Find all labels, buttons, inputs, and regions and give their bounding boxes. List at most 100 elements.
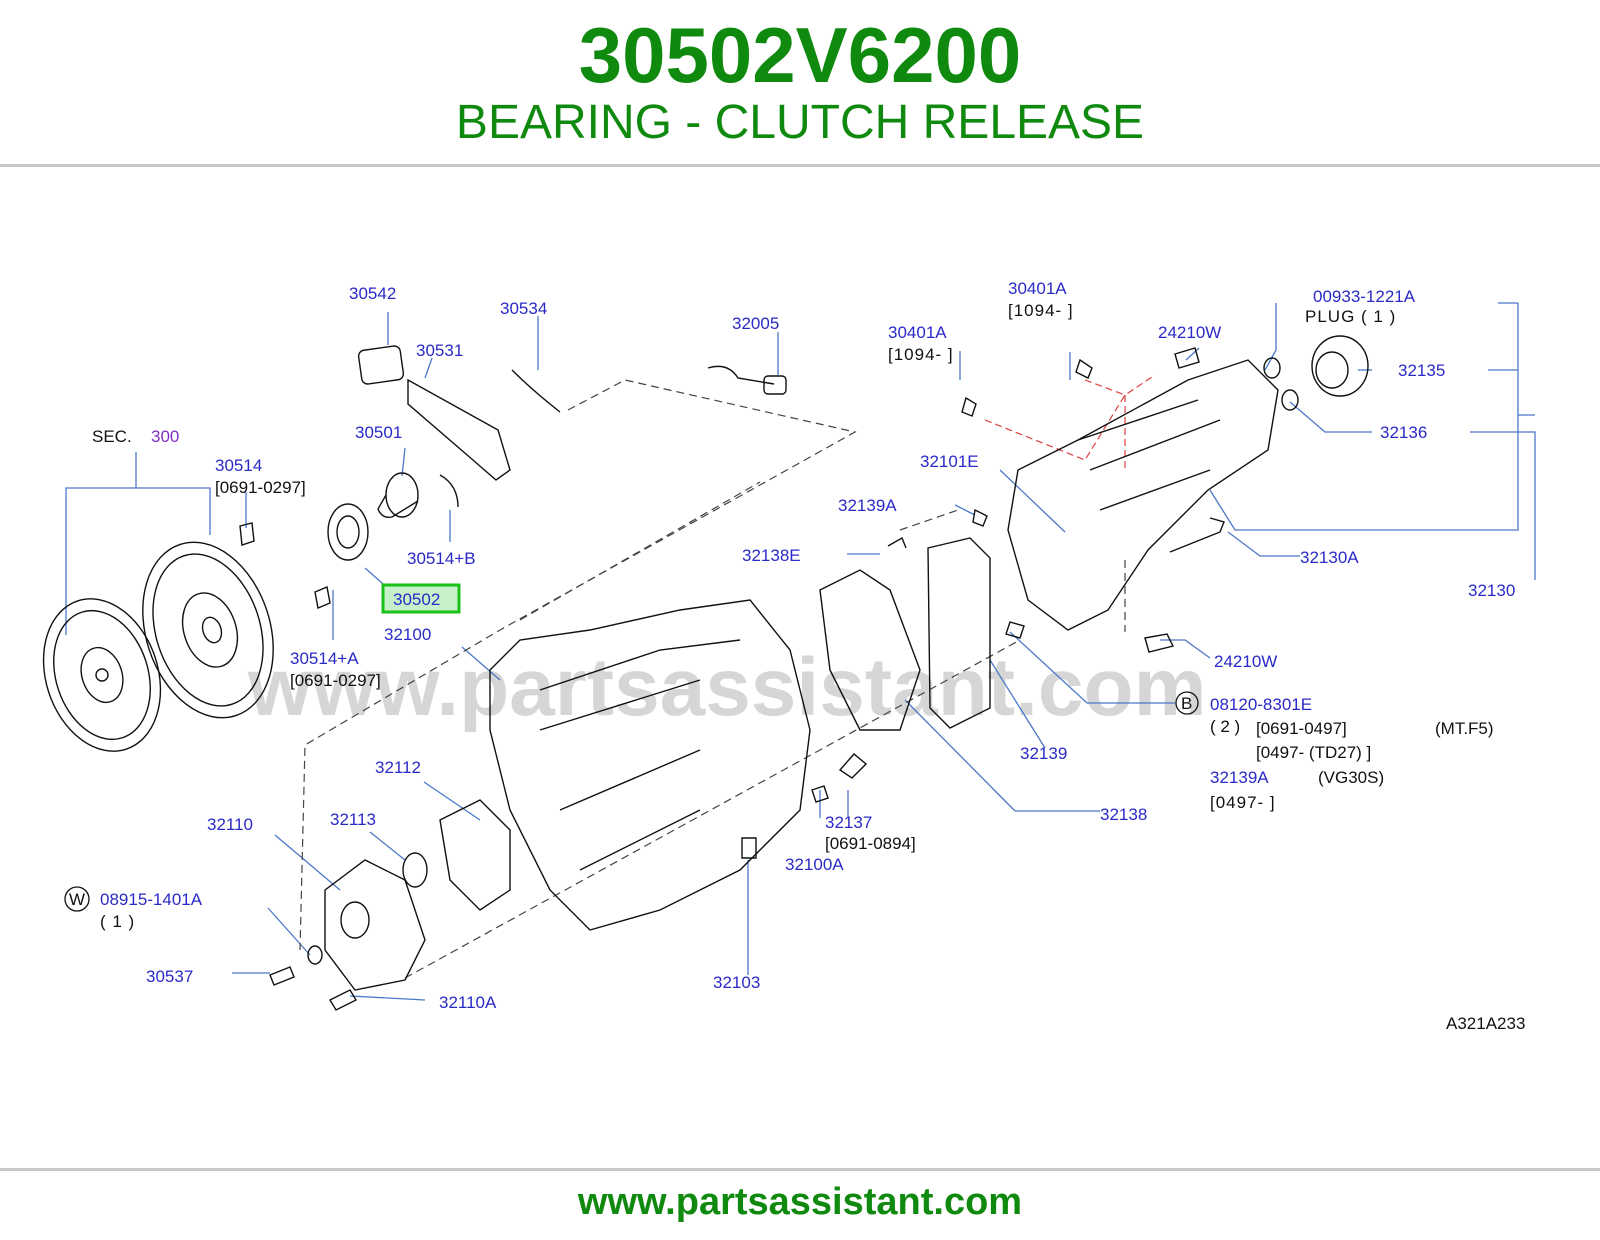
callout-30514b: 30514+B [407, 549, 476, 568]
callout-24210w-top: 24210W [1158, 323, 1221, 342]
clutch-disc-shape [42, 598, 162, 752]
oil-seal-shape [402, 852, 428, 888]
callout-32137-date: [0691-0894] [825, 834, 916, 853]
cover-32135-shape [1311, 335, 1369, 397]
spring-30514b-shape [439, 474, 459, 508]
release-bearing-shape [327, 503, 369, 561]
callout-08120-date2: [0497- (TD27) ] [1256, 743, 1371, 762]
callout-00933: 00933-1221A [1313, 287, 1416, 306]
callout-30514-date: [0691-0297] [215, 478, 306, 497]
part-number-title: 30502V6200 [578, 11, 1022, 99]
callout-30542: 30542 [349, 284, 396, 303]
callout-32100a: 32100A [785, 855, 844, 874]
callout-32138: 32138 [1100, 805, 1147, 824]
callout-30514a: 30514+A [290, 649, 359, 668]
red-guides [984, 374, 1156, 470]
pressure-plate-shape [142, 541, 274, 719]
callout-32139a-b-model: (VG30S) [1318, 768, 1384, 787]
front-cover-shape [324, 859, 426, 991]
switch-harness-shape [707, 365, 775, 385]
callout-32136: 32136 [1380, 423, 1427, 442]
clip-24210w-shape [1144, 633, 1175, 653]
callout-08120-qty: ( 2 ) [1210, 717, 1240, 736]
callout-30401a-top: 30401A [1008, 279, 1067, 298]
callout-08120-model1: (MT.F5) [1435, 719, 1494, 738]
bolt-32139-shape [1005, 621, 1025, 639]
callout-32139a-b-date: [0497- ] [1210, 793, 1276, 812]
callout-08120: 08120-8301E [1210, 695, 1312, 714]
transmission-case-shape [1007, 359, 1279, 631]
callout-30531: 30531 [416, 341, 463, 360]
callout-32135: 32135 [1398, 361, 1445, 380]
callout-30501: 30501 [355, 423, 402, 442]
pin-32137-shape [838, 753, 868, 779]
plug-32103-shape [741, 837, 757, 859]
plug-32100a-shape [811, 785, 829, 803]
callout-32130a: 32130A [1300, 548, 1359, 567]
dust-boot-shape [357, 345, 405, 385]
diagram-code: A321A233 [1446, 1014, 1525, 1033]
withdrawal-lever-shape [407, 378, 511, 481]
callout-30514: 30514 [215, 456, 262, 475]
marker-circle-w [64, 886, 90, 912]
vent-32138e-shape [887, 536, 907, 549]
part-description: BEARING - CLUTCH RELEASE [455, 96, 1145, 149]
callout-00933-name: PLUG ( 1 ) [1305, 307, 1396, 326]
callout-32112: 32112 [375, 758, 421, 777]
diagram-canvas: www.partsassistant.com [42, 279, 1536, 1033]
callout-24210w: 24210W [1214, 652, 1277, 671]
callout-32113: 32113 [330, 810, 376, 829]
callout-30502-highlighted[interactable]: 30502 [393, 590, 440, 609]
highlight-box[interactable] [381, 583, 461, 614]
callout-32005: 32005 [732, 314, 779, 333]
clip-30514a-shape [314, 586, 331, 609]
adapter-plate-shape [819, 569, 921, 731]
callout-08915-qty: ( 1 ) [100, 912, 135, 931]
washer-shape [307, 945, 323, 965]
bolt-30537-shape [269, 966, 295, 986]
callout-08915: 08915-1401A [100, 890, 203, 909]
callout-32139: 32139 [1020, 744, 1067, 763]
seal-32136-shape [1281, 389, 1299, 411]
part-shapes [42, 335, 1369, 1011]
callout-32139a: 32139A [838, 496, 897, 515]
callout-32100: 32100 [384, 625, 431, 644]
bolt-32110a-shape [329, 989, 357, 1011]
callout-30534: 30534 [500, 299, 547, 318]
callout-32101e: 32101E [920, 452, 979, 471]
callout-32103: 32103 [713, 973, 760, 992]
assembly-guides [299, 379, 1126, 979]
callout-32137: 32137 [825, 813, 872, 832]
retainer-spring-shape [511, 369, 561, 413]
callout-30401a-date: [1094- ] [888, 345, 954, 364]
plug-shape [1263, 357, 1281, 379]
exploded-parts-diagram: www.partsassistant.com [0, 170, 1600, 1145]
marker-circle-b [1175, 691, 1199, 715]
gasket-32112-shape [439, 799, 511, 911]
watermark-text: www.partsassistant.com [247, 642, 1207, 733]
footer-divider [0, 1168, 1600, 1171]
callout-32110: 32110 [207, 815, 253, 834]
leader-lines [65, 302, 1536, 1001]
clip-30514-shape [239, 522, 255, 546]
callout-30401a: 30401A [888, 323, 947, 342]
website-link[interactable]: www.partsassistant.com [577, 1181, 1023, 1223]
clutch-housing-shape [489, 599, 811, 931]
callout-30514a-date: [0691-0297] [290, 671, 381, 690]
section-number: 300 [151, 427, 179, 446]
callout-30401a-top-date: [1094- ] [1008, 301, 1074, 320]
gasket-32139-shape [927, 537, 991, 729]
callout-32138e: 32138E [742, 546, 801, 565]
callout-32110a: 32110A [439, 993, 497, 1012]
callout-08120-date1: [0691-0497] [1256, 719, 1347, 738]
clip-24210w-top-shape [1174, 347, 1200, 369]
bolt-30401a-top-shape [1075, 358, 1093, 379]
section-prefix: SEC. [92, 427, 132, 446]
bolt-32139a-shape [972, 508, 988, 527]
bolt-30401a-shape [961, 396, 977, 417]
marker-b-letter: B [1181, 694, 1192, 713]
bolt-32130a-shape [1169, 517, 1225, 553]
marker-w-letter: W [69, 890, 85, 909]
header-divider [0, 164, 1600, 167]
callout-30537: 30537 [146, 967, 193, 986]
